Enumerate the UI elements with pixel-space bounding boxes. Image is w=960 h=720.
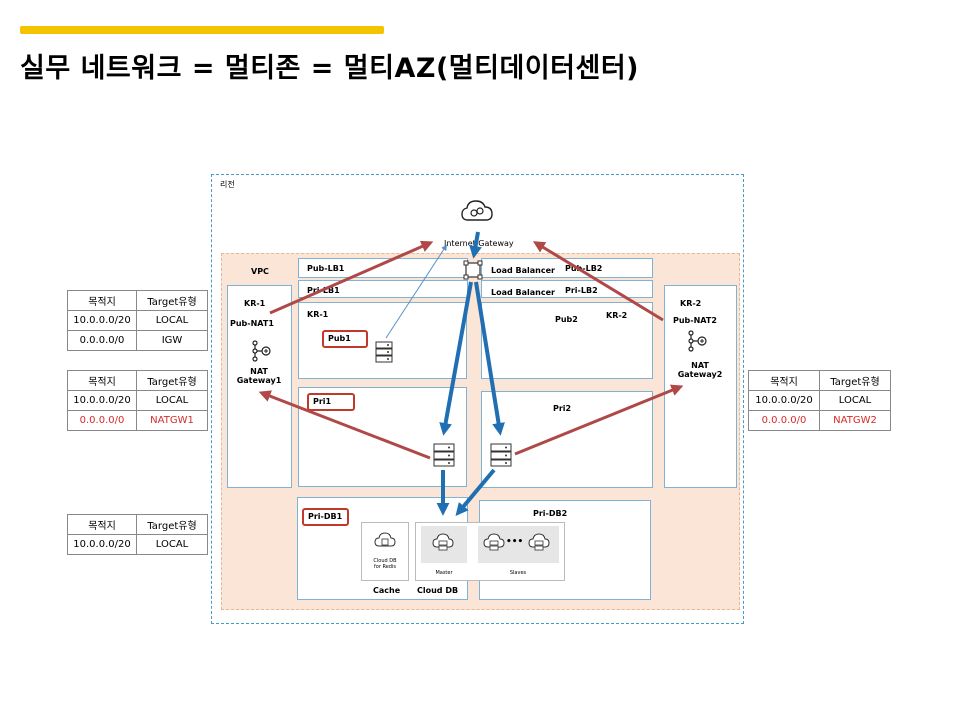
zone-kr1-nat [227, 285, 292, 488]
subnet-pub-lb1-label: Pub-LB1 [307, 264, 345, 273]
cell-target: LOCAL [136, 390, 208, 411]
cell-destination: 10.0.0.0/20 [67, 310, 137, 331]
redis-cache-card [361, 522, 409, 581]
table-row: 10.0.0.0/20 LOCAL [67, 310, 208, 331]
load-balancer-label: Load Balancer [491, 266, 555, 275]
subnet-pub-nat2-label: Pub-NAT2 [673, 316, 717, 325]
subnet-pub2-label: Pub2 [555, 315, 578, 324]
cell-target: LOCAL [819, 390, 891, 411]
title-accent-bar [20, 26, 384, 34]
cell-destination: 10.0.0.0/20 [748, 390, 820, 411]
nat-gateway-icon [688, 330, 707, 352]
cell-destination: 0.0.0.0/0 [67, 410, 137, 431]
table-row: 0.0.0.0/0 IGW [67, 330, 208, 351]
route-table-db: 목적지 Target유형 10.0.0.0/20 LOCAL [67, 514, 208, 555]
table-row: 10.0.0.0/20 LOCAL [748, 390, 891, 411]
table-row: 10.0.0.0/20 LOCAL [67, 390, 208, 411]
subnet-pub1-label: Pub1 [322, 330, 368, 348]
nat-gateway1-label: NAT Gateway1 [236, 367, 282, 385]
cloud-icon [461, 200, 493, 221]
db-server-icon [483, 533, 505, 551]
cell-destination: 10.0.0.0/20 [67, 534, 137, 555]
slaves-label: Slaves [509, 570, 527, 576]
subnet-pri-lb1-label: Pri-LB1 [307, 286, 340, 295]
subnet-pri-lb2-label: Pri-LB2 [565, 286, 598, 295]
route-table-pri1: 목적지 Target유형 10.0.0.0/20 LOCAL 0.0.0.0/0… [67, 370, 208, 431]
column-header-destination: 목적지 [67, 370, 137, 391]
server-icon [375, 341, 393, 363]
cell-target: IGW [136, 330, 208, 351]
table-row: 0.0.0.0/0 NATGW1 [67, 410, 208, 431]
load-balancer-label: Load Balancer [491, 288, 555, 297]
subnet-pub-lb2-label: Pub-LB2 [565, 264, 603, 273]
subnet-pri-db1-label: Pri-DB1 [302, 508, 349, 526]
subnet-pri2-label: Pri2 [553, 404, 572, 413]
server-icon [433, 443, 455, 467]
column-header-target-type: Target유형 [136, 370, 208, 391]
vpc-label: VPC [251, 267, 269, 276]
cell-target: LOCAL [136, 534, 208, 555]
internet-gateway-label: Internet Gateway [444, 239, 514, 248]
load-balancer-icon [463, 260, 483, 280]
zone-label: KR-2 [680, 299, 702, 308]
server-icon [490, 443, 512, 467]
redis-label: Cloud DB for Redis [373, 558, 397, 570]
subnet-pri1-label: Pri1 [307, 393, 355, 411]
slaves-ellipsis: ••• [506, 537, 524, 547]
cloud-db-label: Cloud DB [417, 586, 459, 595]
column-header-destination: 목적지 [67, 514, 137, 535]
region-container [211, 174, 744, 624]
page-title: 실무 네트워크 = 멀티존 = 멀티AZ(멀티데이터센터) [20, 53, 640, 84]
cell-destination: 0.0.0.0/0 [67, 330, 137, 351]
cell-target: NATGW1 [136, 410, 208, 431]
cell-destination: 10.0.0.0/20 [67, 390, 137, 411]
cell-target: LOCAL [136, 310, 208, 331]
master-label: Master [435, 570, 453, 576]
zone-label: KR-2 [606, 311, 628, 320]
subnet-pri-db2-label: Pri-DB2 [533, 509, 568, 518]
route-table-pub: 목적지 Target유형 10.0.0.0/20 LOCAL 0.0.0.0/0… [67, 290, 208, 351]
subnet-pub-nat1-label: Pub-NAT1 [230, 319, 274, 328]
table-row: 10.0.0.0/20 LOCAL [67, 534, 208, 555]
cache-label: Cache [373, 586, 401, 595]
cell-destination: 0.0.0.0/0 [748, 410, 820, 431]
cloud-db-icon [374, 532, 396, 547]
column-header-destination: 목적지 [748, 370, 820, 391]
column-header-destination: 목적지 [67, 290, 137, 311]
cell-target: NATGW2 [819, 410, 891, 431]
route-table-pri2: 목적지 Target유형 10.0.0.0/20 LOCAL 0.0.0.0/0… [748, 370, 891, 431]
column-header-target-type: Target유형 [819, 370, 891, 391]
zone-label: KR-1 [307, 310, 329, 319]
zone-label: KR-1 [244, 299, 266, 308]
table-row: 0.0.0.0/0 NATGW2 [748, 410, 891, 431]
db-server-icon [528, 533, 550, 551]
nat-gateway-icon [252, 340, 271, 362]
db-server-icon [432, 533, 454, 551]
nat-gateway2-label: NAT Gateway2 [677, 361, 723, 379]
column-header-target-type: Target유형 [136, 290, 208, 311]
column-header-target-type: Target유형 [136, 514, 208, 535]
region-label: 리전 [220, 180, 235, 189]
